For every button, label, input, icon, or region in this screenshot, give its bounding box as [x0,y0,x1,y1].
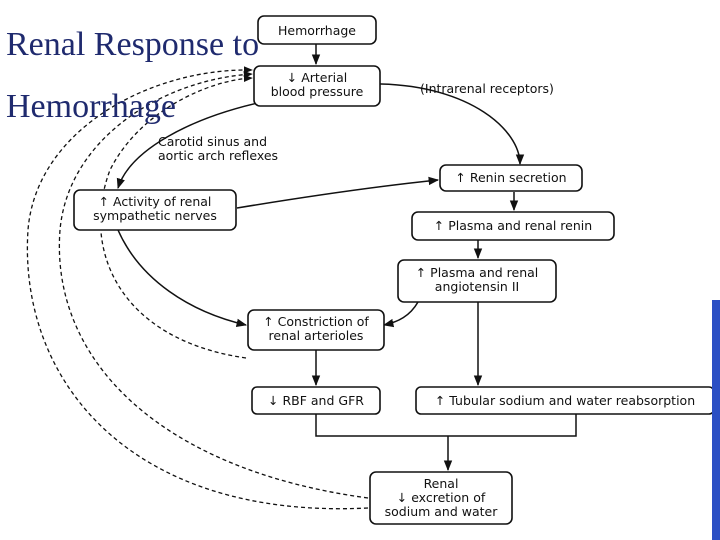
node-angiotensin-text-line-2: angiotensin II [435,279,519,294]
node-hemorrhage: Hemorrhage [257,15,377,45]
node-rbf-gfr-text-line-1: ↓ RBF and GFR [268,393,364,408]
node-excretion-text-line-3: sodium and water [385,504,499,519]
node-rbf-gfr: ↓ RBF and GFR [251,386,381,415]
node-tubular-text: ↑ Tubular sodium and water reabsorption [435,393,695,408]
arrow-sympathetic-to-constriction [117,229,248,327]
node-arterial-bp-text-line-1: ↓ Arterial [287,70,347,85]
node-sympathetic-text-line-1: ↑ Activity of renal [99,194,212,209]
node-constriction-text-line-1: ↑ Constriction of [263,314,369,329]
node-angiotensin-text-line-1: ↑ Plasma and renal [416,265,539,280]
arrow-angiotensin-to-constriction [382,301,419,328]
arrow-join-to-excretion [315,414,577,437]
arrow-bp-to-renin [379,83,525,166]
node-excretion-text-line-2: ↓ excretion of [397,490,486,505]
feedback-constriction-to-bp [99,74,253,359]
slide-title-line-2: Hemorrhage [6,88,176,125]
label-intrarenal-receptors: (Intrarenal receptors) [420,81,554,96]
node-hemorrhage-text: Hemorrhage [278,23,356,38]
node-renin-secretion-text: ↑ Renin secretion [455,170,566,185]
node-constriction-text-line-2: renal arterioles [269,328,364,343]
node-renin-secretion-text-line-1: ↑ Renin secretion [455,170,566,185]
node-plasma-renin: ↑ Plasma and renal renin [411,211,615,241]
node-sympathetic-text-line-2: sympathetic nerves [93,208,217,223]
arrow-sympathetic-to-renin [236,176,440,209]
node-renin-secretion: ↑ Renin secretion [439,164,583,192]
slide-title: Renal Response to Hemorrhage [6,14,259,138]
node-tubular: ↑ Tubular sodium and water reabsorption [415,386,715,415]
connectors [26,44,577,510]
node-plasma-renin-text: ↑ Plasma and renal renin [434,218,592,233]
node-tubular-text-line-1: ↑ Tubular sodium and water reabsorption [435,393,695,408]
arrow-bp-to-sympathetic [116,101,263,190]
accent-side-bar [712,300,720,540]
node-excretion-text-line-1: Renal [424,476,459,491]
feedback-excretion-to-bp-outer [26,66,369,510]
slide-title-line-1: Renal Response to [6,26,260,63]
label-carotid-reflexes-line-2: aortic arch reflexes [158,148,278,163]
node-arterial-bp-text-line-2: blood pressure [271,84,364,99]
node-rbf-gfr-text: ↓ RBF and GFR [268,393,364,408]
node-plasma-renin-text-line-1: ↑ Plasma and renal renin [434,218,592,233]
label-carotid-reflexes-line-1: Carotid sinus and [158,134,267,149]
node-hemorrhage-text-line-1: Hemorrhage [278,23,356,38]
